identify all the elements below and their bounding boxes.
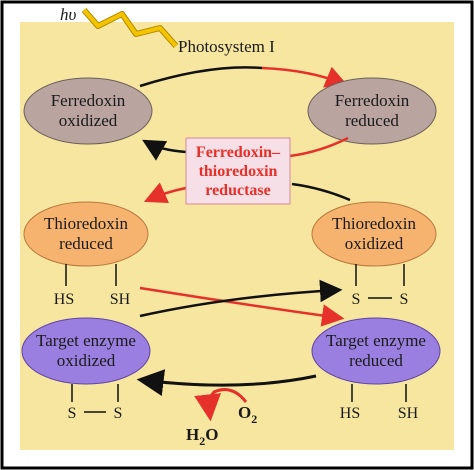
thioredoxin-reduced-ellipse xyxy=(23,201,149,267)
ferredoxin-reduced-line2: reduced xyxy=(345,111,399,130)
light-label: hυ xyxy=(60,5,77,24)
oxygen-label: O2 xyxy=(238,403,257,426)
thioredoxin-return-black xyxy=(291,182,351,202)
thioredoxin-reduced-line2: reduced xyxy=(59,234,113,253)
ferredoxin-oxidized-line1: Ferredoxin xyxy=(51,91,126,110)
middle-arrow-red xyxy=(139,286,345,327)
lightning-bolt-icon xyxy=(82,8,178,48)
ferredoxin-return-red xyxy=(289,136,349,158)
target-oxidized-line2: oxidized xyxy=(57,351,116,370)
photosystem-label: Photosystem I xyxy=(178,37,275,56)
thioredoxin-reduced-line1: Thioredoxin xyxy=(44,214,129,233)
water-label: H2O xyxy=(186,425,218,448)
thioredoxin-reduced-sh: SH xyxy=(110,291,131,308)
top-arrow-black xyxy=(139,66,263,88)
target-oxidized-ellipse xyxy=(21,317,151,385)
middle-arrow-black xyxy=(139,279,343,318)
ftr-line2: thioredoxin xyxy=(199,163,278,180)
target-oxidized-s-right: S xyxy=(114,405,123,422)
bottom-arrow-black xyxy=(136,369,317,397)
thioredoxin-oxidized-ellipse xyxy=(311,201,437,267)
target-reduced-hs: HS xyxy=(340,405,360,422)
ftr-line3: reductase xyxy=(205,182,270,199)
target-reduced-line1: Target enzyme xyxy=(326,331,426,350)
ferredoxin-reduced-ellipse xyxy=(307,77,437,145)
target-oxidized-line1: Target enzyme xyxy=(36,331,136,350)
target-oxidized-s-left: S xyxy=(68,405,77,422)
thioredoxin-oxidized-line2: oxidized xyxy=(345,234,404,253)
ftr-line1: Ferredoxin– xyxy=(196,144,281,161)
thioredoxin-return-red xyxy=(143,182,187,203)
thioredoxin-oxidized-s-left: S xyxy=(352,291,361,308)
ferredoxin-reduced-line1: Ferredoxin xyxy=(335,91,410,110)
top-arrow-red xyxy=(261,66,349,88)
ftr-box xyxy=(185,137,291,205)
target-reduced-ellipse xyxy=(311,317,441,385)
thioredoxin-reduced-hs: HS xyxy=(54,291,74,308)
thioredoxin-oxidized-line1: Thioredoxin xyxy=(332,214,417,233)
ferredoxin-oxidized-line2: oxidized xyxy=(59,111,118,130)
oxygen-to-water-arrow xyxy=(194,388,248,422)
ferredoxin-oxidized-ellipse xyxy=(23,77,153,145)
thioredoxin-oxidized-s-right: S xyxy=(400,291,409,308)
target-reduced-sh: SH xyxy=(398,405,419,422)
ferredoxin-return-black xyxy=(142,139,187,161)
target-reduced-line2: reduced xyxy=(349,351,403,370)
